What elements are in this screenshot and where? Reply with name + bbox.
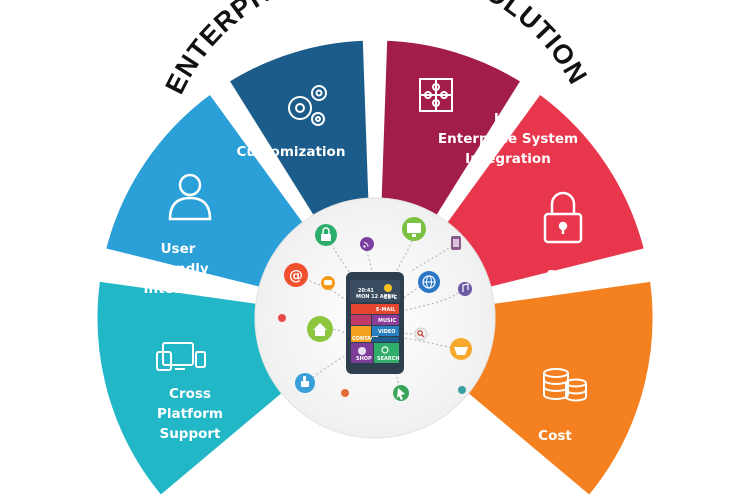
label-cross-platform-line-1: Platform (157, 406, 223, 422)
chat-app-icon (321, 276, 335, 290)
phone-tile-music-label: MUSIC (378, 318, 396, 324)
music-app-icon (458, 282, 472, 296)
basket-app-icon (450, 338, 472, 360)
phone-tile-shop-label: SHOP (356, 356, 372, 362)
phone-temp: 19°C (384, 295, 397, 301)
user-icon (168, 173, 212, 221)
phone-tile-email (351, 304, 399, 314)
label-integration-line-1: Enterprise System (438, 131, 578, 147)
title-textpath: ENTERPRISE MOBILITY SOLUTION (159, 0, 592, 99)
padlock-icon (543, 191, 583, 244)
label-cross-platform-line-2: Support (159, 426, 221, 442)
dot-app-icon (458, 386, 466, 394)
devices-icon (156, 342, 206, 371)
monitor-app-icon (402, 217, 426, 241)
lock-app-icon (315, 224, 337, 246)
phone-tile-contact-label: CONTACT (352, 336, 379, 342)
label-user-friendly-line-2: Interface (143, 281, 212, 297)
dot-app-icon-2 (341, 389, 349, 397)
search-app-icon (414, 327, 428, 341)
smartphone: 20:41 MON 12 APRIL 19°C E-MAIL MUSIC CON… (346, 272, 404, 374)
puzzle-icon (419, 78, 453, 112)
label-cross-platform-line-0: Cross (169, 386, 211, 402)
thumbsup-app-icon (295, 373, 315, 393)
cursor-app-icon (393, 385, 409, 401)
rss-app-icon (360, 237, 374, 251)
label-cost: Cost (538, 428, 572, 444)
phone-date: MON 12 APRIL (356, 294, 397, 300)
label-user-friendly-line-0: User (161, 241, 196, 257)
gears-icon (288, 85, 327, 126)
diagram-title: ENTERPRISE MOBILITY SOLUTION (159, 0, 593, 99)
phone-tile-video-label: VIDEO (378, 329, 396, 335)
label-integration-line-0: Key (494, 111, 522, 127)
coins-icon (543, 368, 587, 402)
email-app-icon: @ (284, 263, 308, 287)
svg-text:@: @ (289, 268, 303, 284)
label-integration-line-2: Integration (465, 151, 551, 167)
heart-small-icon (278, 314, 286, 322)
film-app-icon (451, 236, 461, 250)
label-customization: Customization (237, 144, 346, 160)
globe-app-icon (418, 271, 440, 293)
phone-tile-email-label: E-MAIL (376, 307, 396, 313)
floating-icons: @ (278, 217, 472, 401)
phone-time: 20:41 (358, 288, 374, 294)
phone-tile-contact (351, 326, 371, 342)
home-app-icon (307, 316, 333, 342)
label-security: Security (546, 268, 609, 284)
sun-icon (384, 284, 392, 292)
phone-tile-video (372, 326, 399, 336)
label-user-friendly-line-1: Friendly (147, 261, 209, 277)
phone-tile-music (372, 315, 399, 325)
phone-tile-search-label: SEARCH (377, 356, 400, 362)
